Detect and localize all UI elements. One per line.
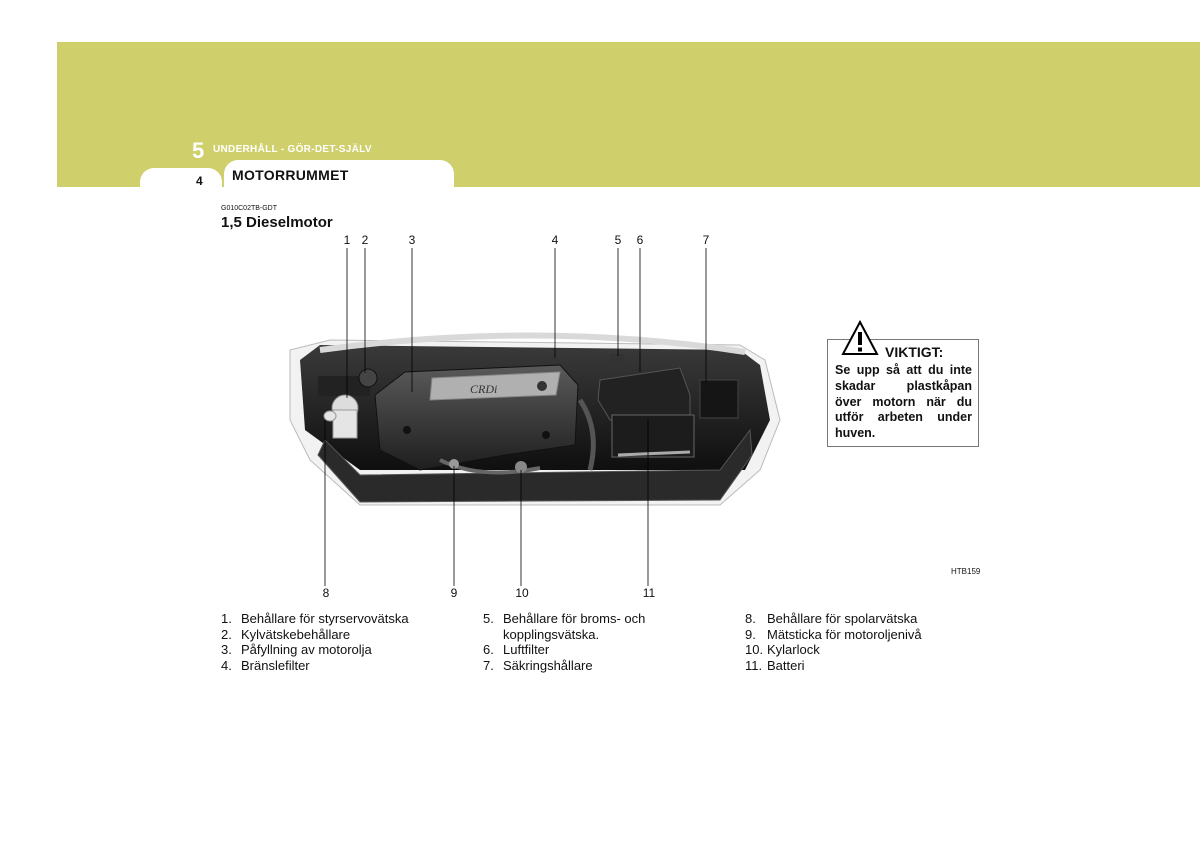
legend-item: 6.Luftfilter <box>483 642 550 658</box>
section-tab <box>224 160 454 190</box>
warning-title: VIKTIGT: <box>885 344 944 360</box>
legend-item: 4.Bränslefilter <box>221 658 310 674</box>
page-number: 4 <box>196 174 203 188</box>
callout-10: 10 <box>515 586 529 600</box>
legend-item: 2.Kylvätskebehållare <box>221 626 351 642</box>
callout-3: 3 <box>408 233 416 247</box>
chapter-title: UNDERHÅLL - GÖR-DET-SJÄLV <box>213 144 372 155</box>
legend-item: 7.Säkringshållare <box>483 658 593 674</box>
callout-1: 1 <box>343 233 351 247</box>
legend-column-1: 1.Behållare för styrservovätska 2.Kylvät… <box>221 611 409 674</box>
callout-9: 9 <box>450 586 458 600</box>
warning-triangle-icon <box>841 320 879 355</box>
legend-item: 3.Påfyllning av motorolja <box>221 642 372 658</box>
callout-8: 8 <box>322 586 330 600</box>
warning-box: VIKTIGT: Se upp så att du inte skadar pl… <box>827 339 979 447</box>
callout-5: 5 <box>614 233 622 247</box>
figure-subtitle: 1,5 Dieselmotor <box>221 214 333 231</box>
legend-item: 5.Behållare för broms- och <box>483 611 646 626</box>
legend-item: 9.Mätsticka för motoroljenivå <box>745 626 922 642</box>
figure-code: G010C02TB-GDT <box>221 205 278 212</box>
legend-item: 10.Kylarlock <box>745 642 820 658</box>
engine-cover-logo: CRDi <box>470 382 497 396</box>
warning-text: Se upp så att du inte skadar plastkåpan … <box>835 363 972 441</box>
chapter-number: 5 <box>192 138 205 163</box>
page-tab <box>140 168 222 190</box>
legend-column-2: 5.Behållare för broms- och kopplingsväts… <box>483 611 645 674</box>
callout-6: 6 <box>636 233 644 247</box>
legend-item: 11.Batteri <box>745 658 805 674</box>
callout-7: 7 <box>702 233 710 247</box>
legend-item: kopplingsvätska. <box>503 626 600 642</box>
callout-2: 2 <box>361 233 369 247</box>
section-title: MOTORRUMMET <box>232 167 349 183</box>
callout-4: 4 <box>551 233 559 247</box>
legend-item: 1.Behållare för styrservovätska <box>221 611 409 626</box>
legend-column-3: 8.Behållare för spolarvätska 9.Mätsticka… <box>745 611 922 674</box>
callout-11: 11 <box>642 586 656 600</box>
legend-item: 8.Behållare för spolarvätska <box>745 611 918 626</box>
image-code: HTB159 <box>951 567 981 576</box>
